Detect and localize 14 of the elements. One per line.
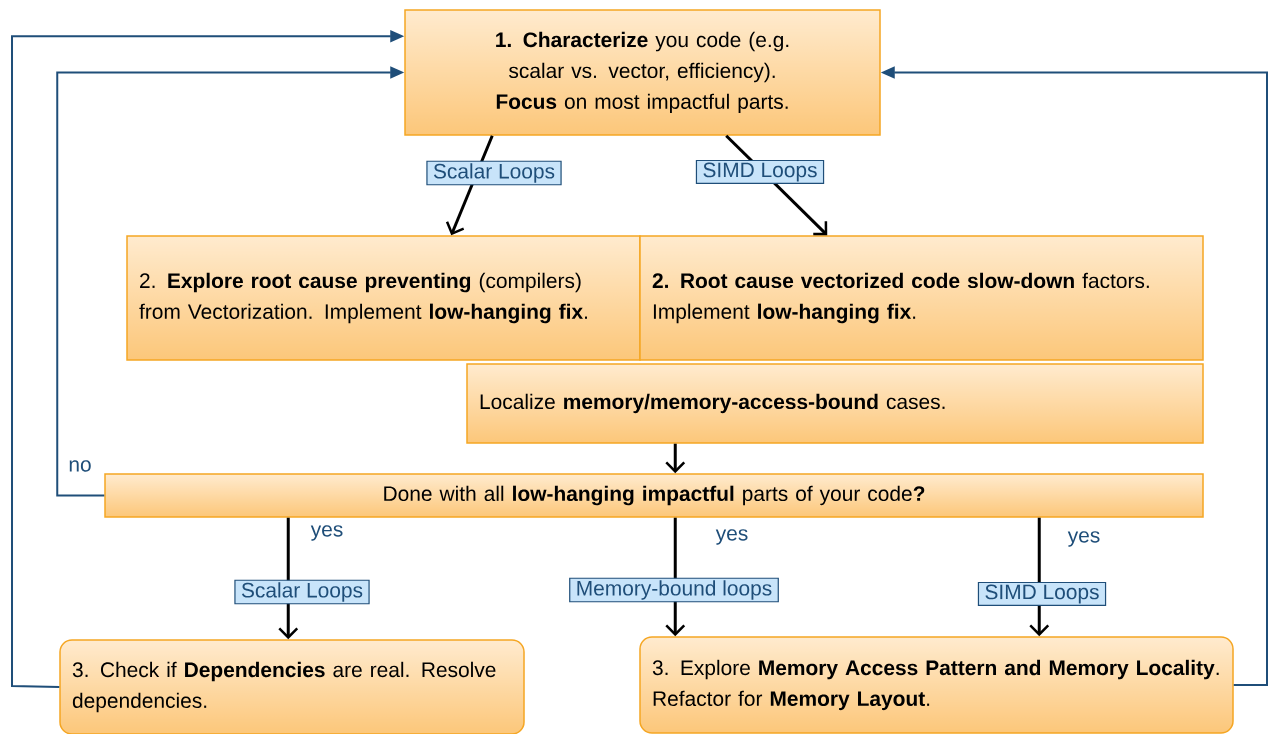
process-box: Localize memory/memory-access-bound cases. <box>466 363 1204 444</box>
edge-label: Memory-bound loops <box>569 577 779 603</box>
process-box: 2. Explore root cause preventing (compilers) from Vectorization. Implement low-hanging fix. <box>126 235 641 361</box>
edge-label: Scalar Loops <box>426 160 562 186</box>
process-box: 1. Characterize you code (e.g. scalar vs. vector, efficiency). Focus on most impactful parts. <box>404 9 881 136</box>
arrow <box>665 443 686 474</box>
edge-label: no <box>67 459 93 473</box>
decision-box: Done with all low-hanging impactful parts of your code? <box>104 473 1204 518</box>
result-box: 3. Explore Memory Access Pattern and Memory Locality. Refactor for Memory Layout. <box>639 636 1234 734</box>
process-box: 2. Root cause vectorized code slow-down factors. Implement low-hanging fix. <box>639 235 1204 361</box>
edge-label: Scalar Loops <box>234 579 370 605</box>
edge-label: SIMD Loops <box>977 581 1107 607</box>
result-box: 3. Check if Dependencies are real. Resolve dependencies. <box>59 639 525 734</box>
edge-label: SIMD Loops <box>695 159 825 185</box>
